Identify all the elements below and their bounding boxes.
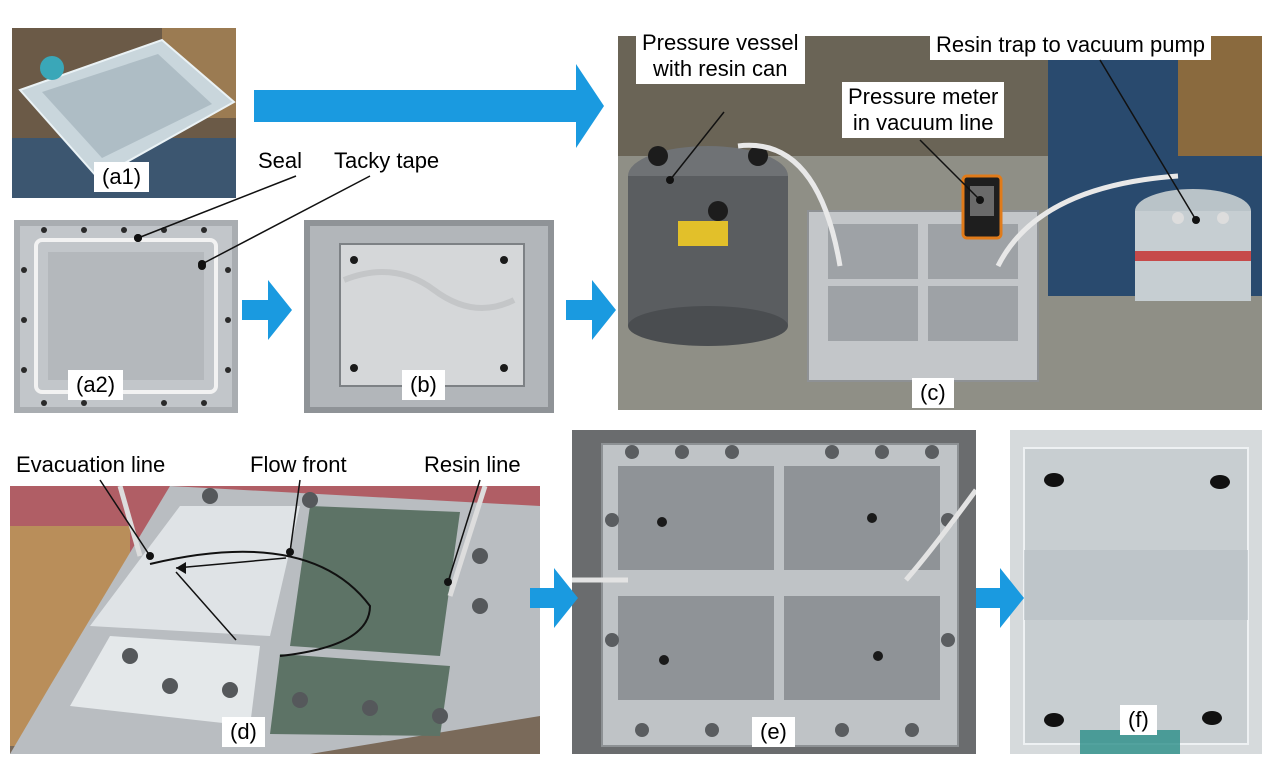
callout-pressure-meter-line2: in vacuum line (852, 110, 994, 135)
panel-label-e: (e) (752, 717, 795, 747)
photo-a2 (14, 220, 238, 413)
callout-pressure-meter-line1: Pressure meter (848, 84, 999, 109)
photo-e (572, 430, 976, 754)
panel-label-a2: (a2) (68, 370, 124, 400)
panel-label-d: (d) (222, 717, 265, 747)
panel-label-c: (c) (912, 378, 954, 408)
panel-label-f: (f) (1120, 705, 1157, 735)
callout-evacuation-line: Evacuation line (16, 452, 166, 477)
photo-f (1010, 430, 1262, 754)
callout-resin-line: Resin line (424, 452, 521, 477)
callout-seal: Seal (258, 148, 303, 173)
callout-pressure-meter: Pressure meter in vacuum line (842, 82, 1005, 138)
callout-pressure-vessel: Pressure vessel with resin can (636, 28, 805, 84)
arrow-b-to-c (566, 280, 616, 340)
arrow-a1-to-c (254, 64, 604, 148)
panel-label-a1: (a1) (94, 162, 150, 192)
callout-tacky-tape: Tacky tape (334, 148, 440, 173)
panel-label-b: (b) (402, 370, 445, 400)
callout-resin-trap: Resin trap to vacuum pump (930, 30, 1212, 60)
arrow-a2-to-b (242, 280, 292, 340)
photo-d (10, 486, 540, 754)
callout-flow-front: Flow front (250, 452, 347, 477)
callout-pressure-vessel-line1: Pressure vessel (642, 30, 799, 55)
callout-pressure-vessel-line2: with resin can (653, 56, 788, 81)
